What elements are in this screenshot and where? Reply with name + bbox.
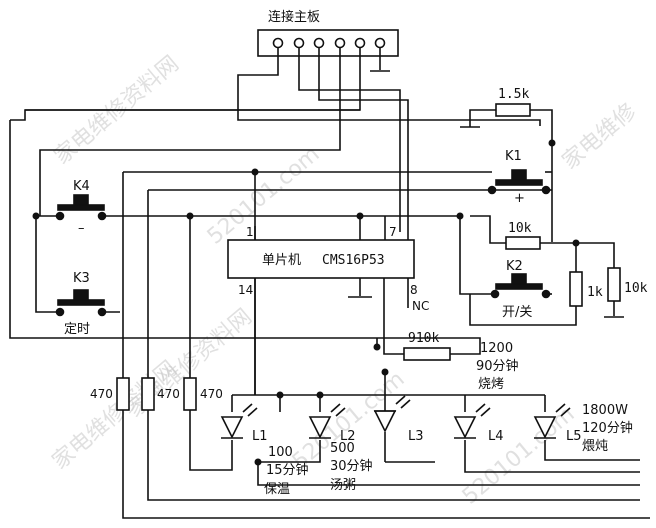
- mode-1800-name: 煨炖: [582, 439, 608, 454]
- switch-k2-name: K2: [506, 259, 523, 274]
- resistor-1k-label: 1k: [587, 285, 603, 300]
- watermark-text: 家电维修资料网: [48, 356, 182, 474]
- pin-7-label: 7: [389, 225, 397, 239]
- switch-k4-name: K4: [73, 179, 90, 194]
- switch-k1: [487, 169, 551, 195]
- resistor-470-b-label: 470: [157, 387, 180, 401]
- junction-dots: [32, 139, 580, 466]
- switch-k3: [55, 289, 107, 317]
- resistor-470-a: [116, 377, 130, 411]
- mode-100-power: 100: [268, 445, 293, 460]
- resistor-1k5-label: 1.5k: [498, 87, 529, 102]
- mainboard-connector: [257, 29, 399, 57]
- led-l4: [453, 403, 491, 439]
- switch-k2: [490, 273, 551, 299]
- resistor-1k5: [495, 103, 531, 117]
- mode-1200-power: 1200: [480, 341, 513, 356]
- switch-k4: [55, 194, 107, 221]
- resistor-1k: [569, 271, 583, 307]
- watermark-text: 520101.com: [458, 402, 580, 510]
- resistor-10k-horizontal: [505, 236, 541, 250]
- mode-1800-time: 120分钟: [582, 420, 633, 436]
- switch-k3-caption: 定时: [64, 322, 90, 337]
- led-l2: [308, 403, 346, 439]
- mode-1200: 1200 90分钟 烧烤: [476, 341, 519, 392]
- mcu-model: CMS16P53: [322, 253, 385, 268]
- nc-label: NC: [412, 299, 429, 313]
- connector-title: 连接主板: [268, 9, 320, 25]
- mode-500: 500 30分钟 汤粥: [330, 441, 373, 493]
- switch-k4-sign: –: [78, 221, 85, 236]
- pin-8-label: 8: [410, 283, 418, 297]
- resistor-470-c: [183, 377, 197, 411]
- resistor-910k: [403, 347, 451, 361]
- led-l3: [373, 395, 411, 433]
- switch-k1-name: K1: [505, 149, 522, 164]
- led-l1: [220, 403, 258, 439]
- resistor-10k-h-label: 10k: [508, 221, 532, 236]
- resistor-470-b: [141, 377, 155, 411]
- watermark-text: 家电维修: [558, 99, 641, 175]
- pin-14-label: 14: [238, 283, 253, 297]
- mode-1200-time: 90分钟: [476, 358, 519, 374]
- resistor-910k-label: 910k: [408, 331, 439, 346]
- resistor-470-a-label: 470: [90, 387, 113, 401]
- led-l3-label: L3: [408, 429, 424, 444]
- switch-k1-sign: +: [514, 191, 525, 206]
- mode-100-time: 15分钟: [266, 462, 309, 478]
- mode-1800-power: 1800W: [582, 403, 628, 418]
- switch-k2-caption: 开/关: [502, 305, 532, 320]
- led-l4-label: L4: [488, 429, 504, 444]
- mode-1200-name: 烧烤: [478, 377, 504, 392]
- mode-100-name: 保温: [264, 482, 290, 497]
- resistor-10k-vertical: [607, 267, 621, 302]
- mode-1800: 1800W 120分钟 煨炖: [582, 403, 633, 454]
- mode-500-power: 500: [330, 441, 355, 456]
- mode-500-time: 30分钟: [330, 458, 373, 474]
- led-l5-label: L5: [566, 429, 582, 444]
- wiring: [9, 47, 650, 519]
- led-l5: [533, 403, 571, 439]
- watermark-text: 520101.com: [203, 142, 325, 250]
- mcu-name: 单片机: [262, 253, 301, 268]
- mcu-chip: [227, 239, 415, 279]
- pin-1-label: 1: [246, 225, 254, 239]
- switch-k3-name: K3: [73, 271, 90, 286]
- resistors: [116, 103, 621, 411]
- resistor-10k-v-label: 10k: [624, 281, 648, 296]
- resistor-470-c-label: 470: [200, 387, 223, 401]
- led-l1-label: L1: [252, 429, 268, 444]
- mode-500-name: 汤粥: [330, 477, 356, 493]
- mode-100: 100 15分钟 保温: [264, 445, 309, 497]
- led-l2-label: L2: [340, 429, 356, 444]
